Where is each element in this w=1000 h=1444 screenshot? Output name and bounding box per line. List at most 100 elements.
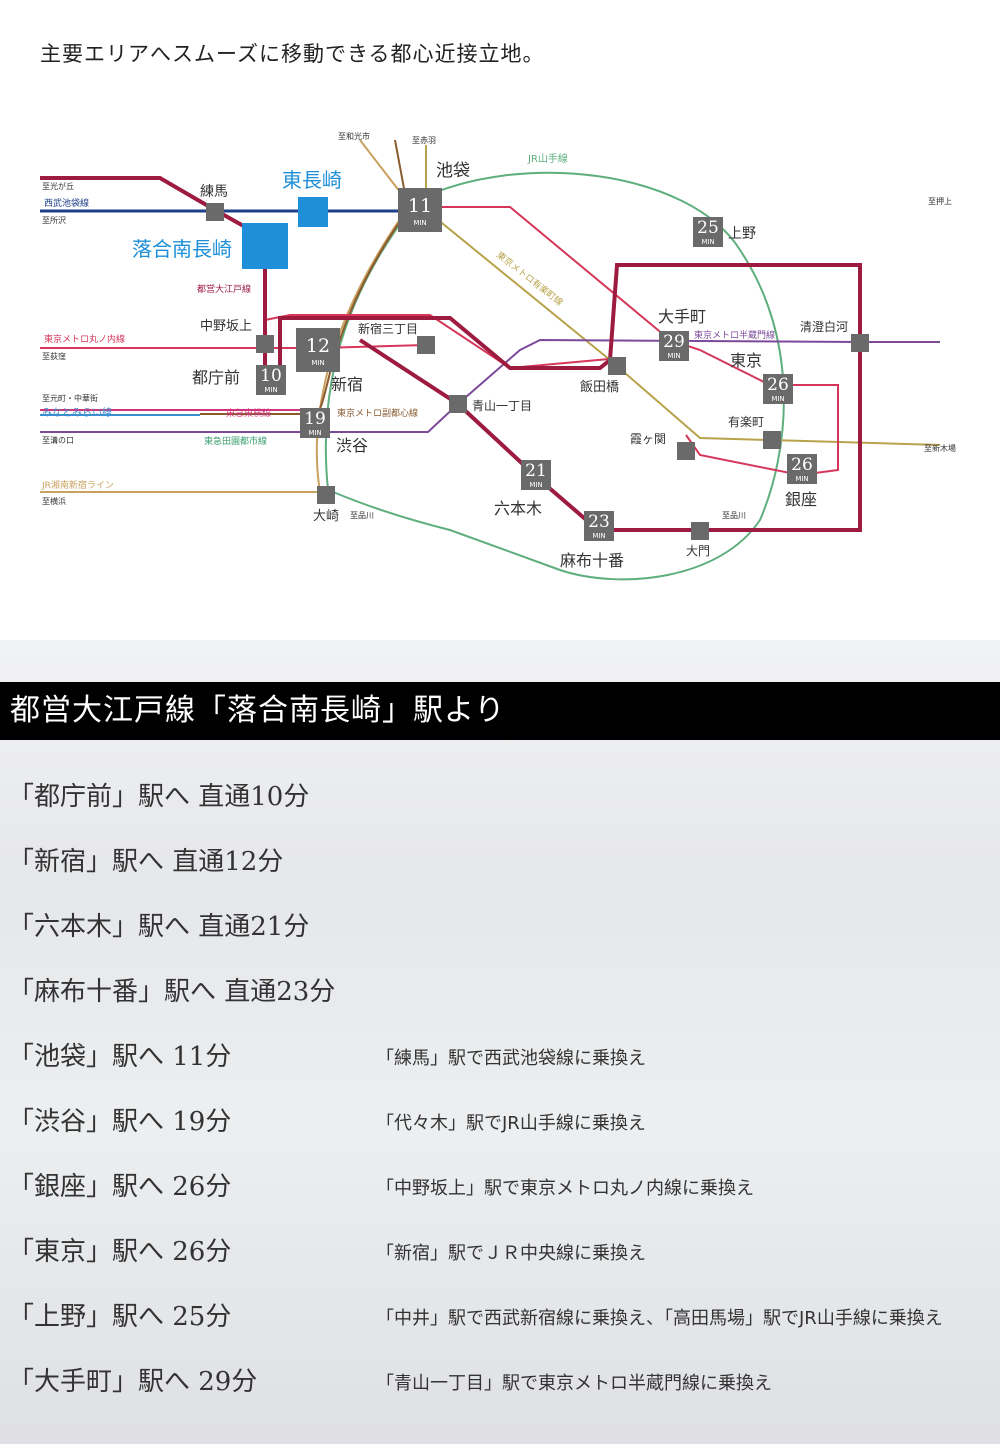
dir-hikarigaoka: 至光が丘	[42, 181, 74, 191]
station-shinjukusanchome	[417, 336, 435, 354]
route-destination: 「新宿」駅へ 直通12分	[8, 847, 284, 877]
time-box-ueno	[693, 217, 723, 247]
route-transfer-note: 「新宿」駅でＪＲ中央線に乗換え	[376, 1243, 646, 1264]
dir-tokorozawa: 至所沢	[42, 215, 66, 225]
route-row: 「渋谷」駅へ 19分 「代々木」駅でJR山手線に乗換え	[0, 1095, 1000, 1145]
yamanote-line	[324, 171, 785, 581]
label-shinjuku: 新宿	[331, 375, 363, 394]
label-tokyo: 東京	[730, 351, 762, 370]
label-kiyosumi: 清澄白河	[800, 319, 848, 334]
time-box-ginza	[787, 454, 817, 484]
line-label-shonan: JR湘南新宿ライン	[41, 479, 114, 491]
lower-panel: 都営大江戸線「落合南長崎」駅より 「都庁前」駅へ 直通10分「新宿」駅へ 直通1…	[0, 640, 1000, 1444]
station-aoyama	[449, 395, 467, 413]
label-home: 落合南長崎	[132, 237, 232, 261]
time-value-shinjuku: 12	[306, 335, 330, 357]
line-label-fukutoshin: 東京メトロ副都心線	[337, 407, 418, 419]
station-nerima	[206, 203, 224, 221]
dir-shinkiba: 至新木場	[924, 443, 956, 453]
time-box-ikebukuro	[398, 188, 442, 232]
route-row: 「麻布十番」駅へ 直通23分	[0, 965, 1000, 1015]
station-home	[242, 223, 288, 269]
station-daimon	[691, 522, 709, 540]
station-iidabashi	[608, 357, 626, 375]
label-yurakucho: 有楽町	[728, 415, 764, 429]
route-row: 「都庁前」駅へ 直通10分	[0, 770, 1000, 820]
dir-mizonokuchi: 至溝の口	[42, 435, 74, 445]
dir-wakoshi: 至和光市	[338, 131, 370, 141]
time-value-shibuya: 19	[304, 409, 326, 429]
route-map: 11MIN12MIN10MIN19MIN25MIN29MIN26MIN26MIN…	[40, 131, 956, 581]
time-value-ueno: 25	[697, 218, 719, 238]
headline: 主要エリアへスムーズに移動できる都心近接立地。	[40, 42, 545, 66]
line-label-marunouchi: 東京メトロ丸ノ内線	[44, 333, 125, 345]
time-unit-tochomae: MIN	[264, 386, 277, 394]
time-value-azabujuban: 23	[588, 512, 610, 532]
label-roppongi: 六本木	[494, 499, 542, 518]
route-row: 「東京」駅へ 26分「新宿」駅でＪＲ中央線に乗換え	[0, 1225, 1000, 1275]
route-row: 「大手町」駅へ 29分 「青山一丁目」駅で東京メトロ半蔵門線に乗換え	[0, 1355, 1000, 1405]
time-value-tochomae: 10	[260, 366, 282, 386]
route-transfer-note: 「代々木」駅でJR山手線に乗換え	[376, 1113, 646, 1134]
route-destination: 「大手町」駅へ 29分	[8, 1367, 258, 1397]
route-destination: 「池袋」駅へ 11分	[8, 1042, 232, 1072]
route-destination: 「銀座」駅へ 26分	[8, 1172, 232, 1202]
time-box-roppongi	[521, 460, 551, 490]
station-kiyosumi	[851, 334, 869, 352]
time-value-roppongi: 21	[525, 461, 547, 481]
label-higashinagasaki: 東長崎	[282, 168, 342, 192]
dir-shinagawa-west: 至品川	[350, 511, 374, 520]
label-azabujuban: 麻布十番	[560, 551, 624, 570]
time-box-tokyo	[763, 374, 793, 404]
time-value-tokyo: 26	[767, 375, 789, 395]
label-ginza: 銀座	[785, 490, 817, 509]
label-ikebukuro: 池袋	[436, 161, 470, 181]
station-osaki	[317, 486, 335, 504]
dir-yokohama: 至横浜	[42, 496, 66, 506]
line-label-yamanote: JR山手線	[527, 152, 568, 165]
route-destination: 「都庁前」駅へ 直通10分	[8, 782, 310, 812]
route-destination: 「麻布十番」駅へ 直通23分	[8, 977, 336, 1007]
label-otemachi: 大手町	[658, 307, 706, 326]
route-transfer-note: 「青山一丁目」駅で東京メトロ半蔵門線に乗換え	[376, 1373, 772, 1394]
route-row: 「上野」駅へ 25分 「中井」駅で西武新宿線に乗換え、「高田馬場」駅でJR山手線に…	[0, 1290, 1000, 1340]
line-label-denentoshi: 東急田園都市線	[204, 435, 267, 447]
line-label-yurakucho: 東京メトロ有楽町線	[494, 249, 565, 308]
time-box-shibuya	[300, 408, 330, 438]
label-kasumigaseki: 霞ヶ関	[630, 432, 666, 446]
label-tochomae: 都庁前	[192, 368, 240, 387]
label-daimon: 大門	[686, 544, 710, 558]
route-destination: 「渋谷」駅へ 19分	[8, 1107, 232, 1137]
route-transfer-note: 「中井」駅で西武新宿線に乗換え、「高田馬場」駅でJR山手線に乗換え	[376, 1308, 943, 1329]
dir-akabane: 至赤羽	[412, 136, 436, 145]
line-label-seibu: 西武池袋線	[44, 197, 89, 209]
route-row: 「銀座」駅へ 26分 「中野坂上」駅で東京メトロ丸ノ内線に乗換え	[0, 1160, 1000, 1210]
line-label-oedo: 都営大江戸線	[197, 283, 251, 295]
dir-ogikubo: 至荻窪	[42, 351, 66, 361]
time-unit-ginza: MIN	[795, 475, 808, 483]
time-box-otemachi	[659, 331, 689, 361]
route-transfer-note: 「中野坂上」駅で東京メトロ丸ノ内線に乗換え	[376, 1178, 754, 1199]
label-nerima: 練馬	[200, 184, 228, 200]
route-destination: 「上野」駅へ 25分	[8, 1302, 232, 1332]
route-destination: 「六本木」駅へ 直通21分	[8, 912, 310, 942]
time-box-shinjuku	[296, 328, 340, 372]
station-nakanosakaue	[256, 335, 274, 353]
route-row: 「新宿」駅へ 直通12分	[0, 835, 1000, 885]
time-unit-azabujuban: MIN	[592, 532, 605, 540]
time-unit-tokyo: MIN	[771, 395, 784, 403]
time-value-ikebukuro: 11	[408, 195, 432, 217]
label-shibuya: 渋谷	[336, 436, 368, 455]
station-yurakucho	[763, 431, 781, 449]
label-aoyama: 青山一丁目	[472, 399, 532, 413]
route-transfer-note: 「練馬」駅で西武池袋線に乗換え	[376, 1048, 646, 1069]
time-unit-shibuya: MIN	[308, 429, 321, 437]
label-osaki: 大崎	[313, 509, 339, 524]
dir-shinagawa-east: 至品川	[722, 511, 746, 520]
label-nakanosakaue: 中野坂上	[200, 319, 252, 334]
time-unit-ikebukuro: MIN	[413, 219, 426, 227]
time-box-tochomae	[256, 365, 286, 395]
station-higashinagasaki	[298, 197, 328, 227]
route-row: 「池袋」駅へ 11分 「練馬」駅で西武池袋線に乗換え	[0, 1030, 1000, 1080]
label-ueno: 上野	[728, 226, 756, 242]
